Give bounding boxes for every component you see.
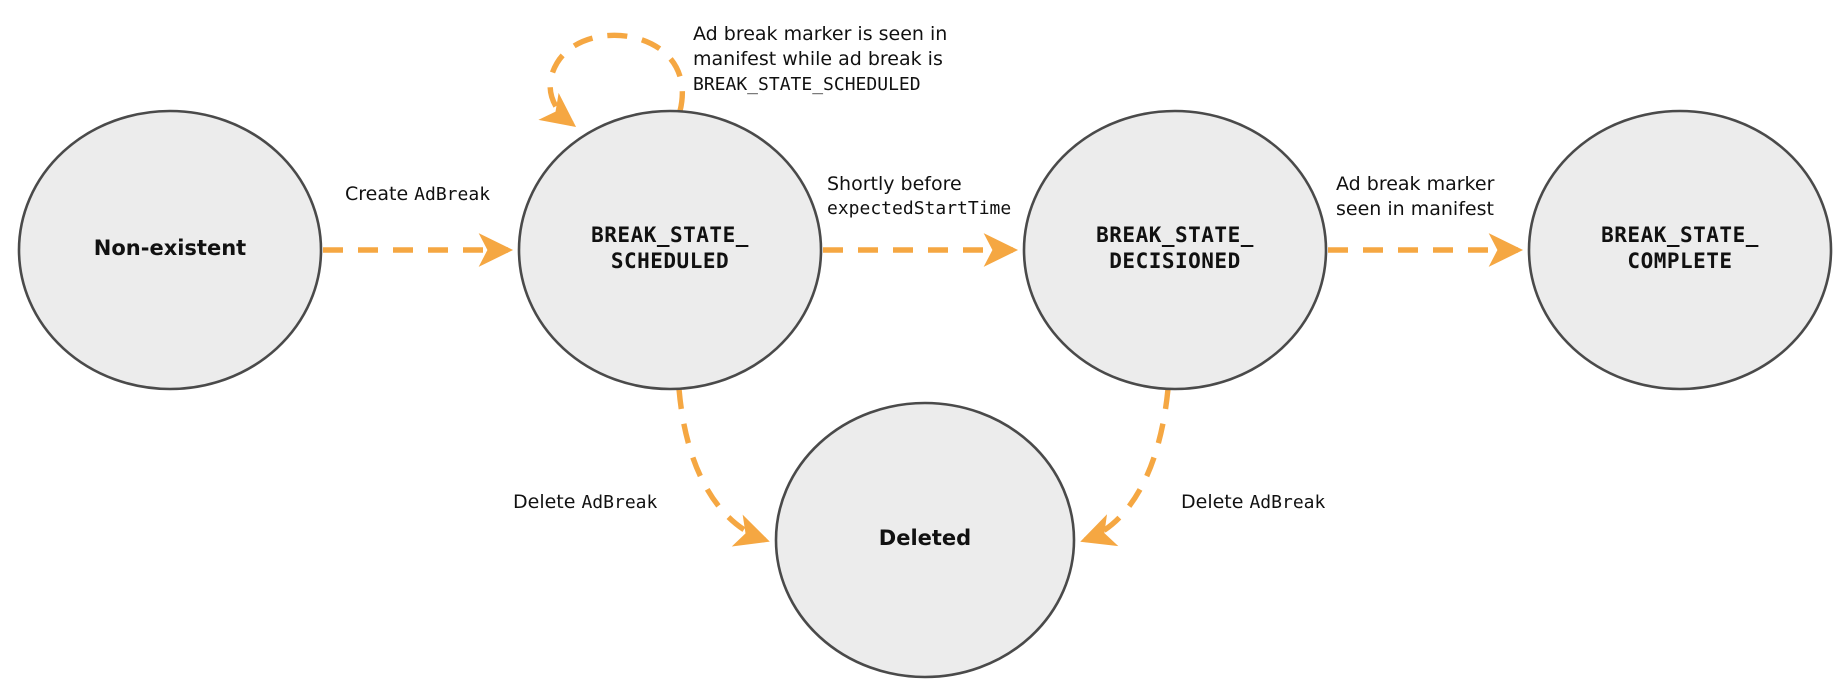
node-break-state-scheduled[interactable] bbox=[517, 109, 823, 391]
edge-label-line-3-code: BREAK_STATE_SCHEDULED bbox=[693, 73, 921, 95]
node-break-state-decisioned[interactable] bbox=[1022, 109, 1328, 391]
edge-delete-adbreak-from-decisioned bbox=[1080, 388, 1171, 547]
edge-label-delete-adbreak-from-decisioned: Delete AdBreak bbox=[1181, 490, 1325, 515]
edge-label-code: AdBreak bbox=[1249, 492, 1326, 513]
edge-label-text: Delete bbox=[513, 491, 582, 513]
edge-label-line-2: manifest while ad break is bbox=[693, 48, 943, 71]
node-break-state-complete[interactable] bbox=[1527, 109, 1833, 391]
node-deleted[interactable] bbox=[774, 401, 1076, 679]
edge-label-text: Create bbox=[345, 183, 415, 205]
edge-label-line-2: seen in manifest bbox=[1336, 198, 1494, 221]
edge-label-text: Delete bbox=[1181, 491, 1250, 513]
edge-label-line-1: Ad break marker is seen in bbox=[693, 23, 948, 45]
edge-label-line-1: Ad break marker bbox=[1336, 173, 1495, 195]
edge-label-shortly-before-expected-start-time: Shortly before expectedStartTime bbox=[827, 172, 1011, 222]
edge-label-delete-adbreak-from-scheduled: Delete AdBreak bbox=[513, 490, 657, 515]
edge-label-create-adbreak: Create AdBreak bbox=[345, 182, 490, 207]
node-non-existent[interactable] bbox=[17, 109, 323, 391]
edge-label-line-2-code: expectedStartTime bbox=[827, 198, 1012, 220]
edge-label-ad-break-marker-scheduled-selfloop: Ad break marker is seen in manifest whil… bbox=[693, 22, 947, 97]
edge-delete-adbreak-from-scheduled bbox=[676, 388, 770, 547]
edge-label-code: AdBreak bbox=[414, 184, 491, 205]
edge-label-line-1: Shortly before bbox=[827, 173, 962, 195]
edge-ad-break-marker-scheduled-selfloop bbox=[538, 32, 685, 128]
edge-label-ad-break-marker-seen-in-manifest: Ad break marker seen in manifest bbox=[1336, 172, 1494, 223]
edge-label-code: AdBreak bbox=[581, 492, 658, 513]
